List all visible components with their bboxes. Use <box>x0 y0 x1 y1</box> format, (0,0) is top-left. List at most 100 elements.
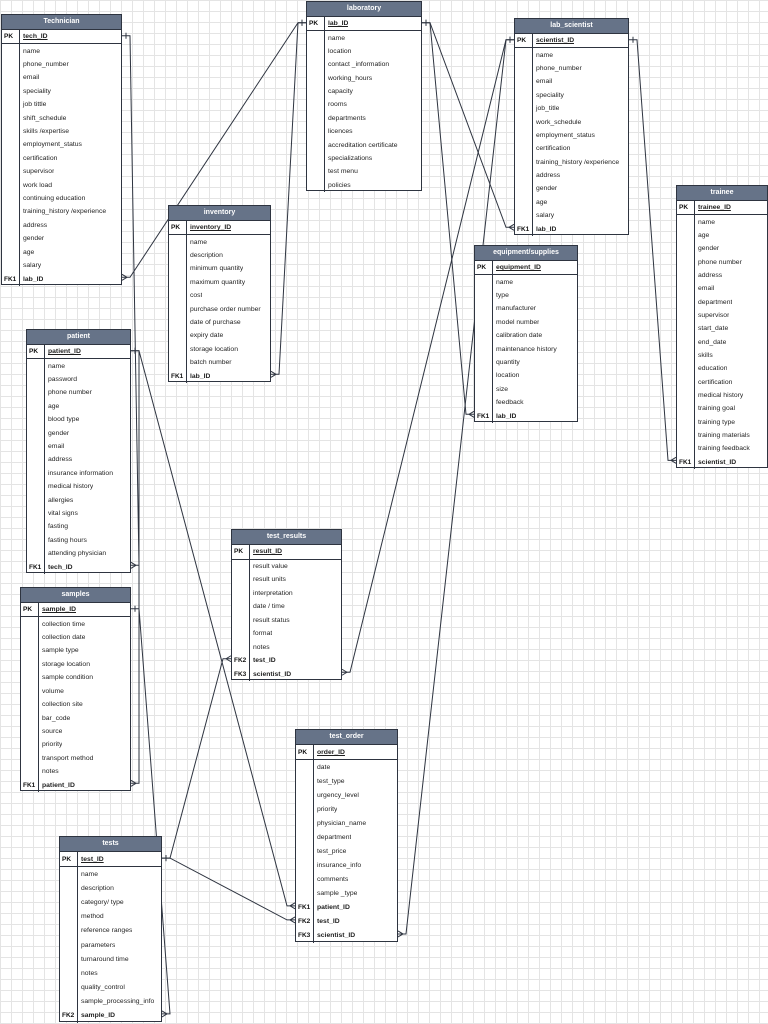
key-marker: FK2 <box>232 654 250 668</box>
field-name: gender <box>698 245 720 253</box>
field-name: type <box>496 292 509 300</box>
attribute-row: description <box>60 881 161 896</box>
key-marker <box>21 724 39 739</box>
attribute-row: priority <box>296 802 397 817</box>
key-marker <box>169 235 187 249</box>
crows-foot-marker <box>121 273 128 281</box>
attribute-row: description <box>169 248 270 263</box>
attribute-row: quality_control <box>60 980 161 995</box>
field-name: location <box>328 47 352 55</box>
key-marker <box>296 858 314 873</box>
entity-title: equipment/supplies <box>475 246 577 261</box>
key-marker <box>232 627 250 641</box>
field-name: fasting hours <box>48 536 87 544</box>
field-name: training type <box>698 418 736 426</box>
attribute-row: certification <box>677 375 767 389</box>
key-marker: PK <box>475 261 493 275</box>
attribute-row: calibration date <box>475 329 577 343</box>
attribute-row: name <box>2 44 121 58</box>
entity-title: patient <box>27 330 130 345</box>
field-name: skills /expertise <box>23 128 70 136</box>
key-marker <box>21 697 39 712</box>
key-marker <box>515 155 533 169</box>
key-marker <box>21 684 39 698</box>
field-name: name <box>536 51 554 59</box>
key-marker: FK1 <box>515 222 533 236</box>
field-name: format <box>253 630 273 638</box>
field-name: source <box>42 728 63 735</box>
key-marker <box>677 442 695 456</box>
attribute-row: fasting <box>27 520 130 534</box>
field-name: insurance_info <box>317 862 362 870</box>
key-marker <box>307 138 325 152</box>
attribute-row: gender <box>515 182 628 196</box>
attribute-row: continuing education <box>2 191 121 206</box>
field-name: method <box>81 913 104 921</box>
field-name: maximum quantity <box>190 278 246 286</box>
field-name: batch number <box>190 359 232 367</box>
field-name: storage location <box>42 660 90 668</box>
attribute-row: training type <box>677 415 767 429</box>
attribute-row: location <box>307 44 421 59</box>
field-name: calibration date <box>496 332 543 340</box>
key-marker <box>27 439 45 454</box>
attribute-row: capacity <box>307 84 421 99</box>
field-name: gender <box>536 185 558 193</box>
attribute-row: email <box>677 282 767 296</box>
key-marker <box>21 617 39 631</box>
entity-title: laboratory <box>307 2 421 17</box>
key-marker <box>296 760 314 775</box>
field-name: supervisor <box>698 311 730 319</box>
attribute-row: sample type <box>21 644 130 658</box>
entity-title: test_results <box>232 530 341 545</box>
key-marker <box>27 453 45 467</box>
attribute-row: interpretation <box>232 586 341 600</box>
field-name: insurance information <box>48 469 113 477</box>
key-marker: FK1 <box>169 369 187 383</box>
field-name: collection time <box>42 620 86 628</box>
key-marker: FK3 <box>296 928 314 943</box>
key-marker <box>27 493 45 507</box>
attribute-row: specializations <box>307 151 421 166</box>
key-marker <box>27 533 45 548</box>
field-name: training_history /experience <box>536 158 620 166</box>
attribute-row: work_schedule <box>515 115 628 129</box>
key-marker <box>27 413 45 427</box>
field-name: name <box>23 47 41 55</box>
field-name: patient_ID <box>42 781 75 789</box>
field-name: order_ID <box>317 748 345 756</box>
key-marker: PK <box>515 34 533 48</box>
attribute-row: notes <box>232 640 341 654</box>
key-marker <box>515 88 533 102</box>
entity-title: inventory <box>169 206 270 221</box>
field-name: collection date <box>42 634 86 642</box>
key-marker <box>2 258 20 273</box>
attribute-row: speciality <box>515 88 628 102</box>
field-name: training feedback <box>698 445 750 453</box>
field-name: physician_name <box>317 819 367 827</box>
field-name: storage location <box>190 345 238 353</box>
field-name: age <box>536 198 548 206</box>
key-marker <box>60 895 78 910</box>
attribute-row: physician_name <box>296 816 397 831</box>
field-name: reference ranges <box>81 927 133 935</box>
attribute-row: category/ type <box>60 895 161 910</box>
field-name: turnaround time <box>81 955 129 963</box>
key-marker <box>60 909 78 924</box>
key-marker <box>2 138 20 152</box>
key-marker <box>232 640 250 654</box>
